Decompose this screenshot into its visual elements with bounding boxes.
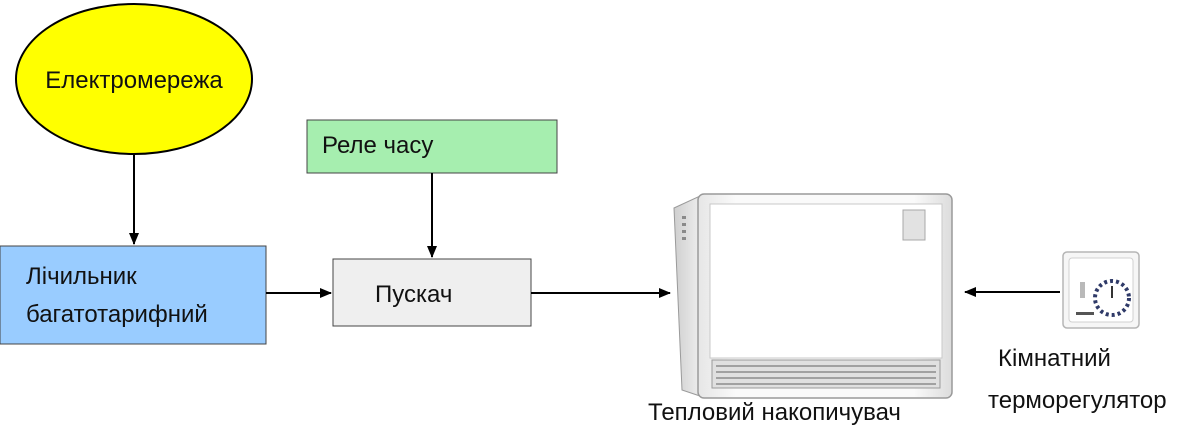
time-relay-shape [306,119,558,174]
grid-label: Електромережа [45,67,223,94]
time-relay-node: Реле часу [306,119,558,174]
meter-shape [0,245,267,345]
room-thermostat-icon [1062,251,1140,329]
heater-grille [711,359,941,389]
heater-side-panel [673,195,701,397]
meter-label-line1: Лічильник [26,263,137,290]
heater-side-vents [682,216,686,240]
heater-caption: Тепловий накопичувач [648,399,901,426]
thermostat-caption-line2: терморегулятор [988,387,1167,414]
meter-node: Лічильник багатотарифний [0,245,267,345]
starter-node: Пускач [332,258,532,327]
heater-control-panel [902,209,926,241]
time-relay-label: Реле часу [322,132,433,159]
thermostat-switch [1080,282,1085,298]
thermostat-caption-line1: Кімнатний [998,345,1111,372]
starter-label: Пускач [375,281,452,308]
storage-heater-icon [673,193,953,399]
meter-label-line2: багатотарифний [26,301,208,328]
starter-shape [332,258,532,327]
grid-node: Електромережа [15,3,253,155]
thermostat-brand-mark [1076,312,1094,315]
